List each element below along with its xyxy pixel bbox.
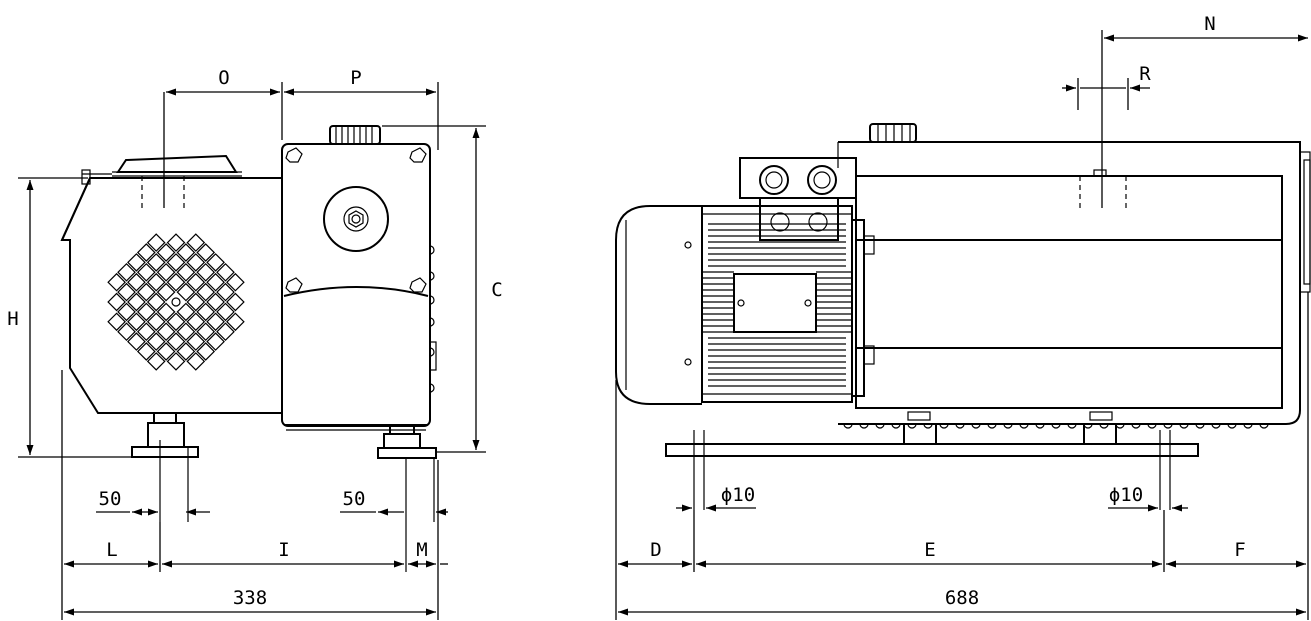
label-688: 688: [945, 587, 979, 609]
fan-grille: [107, 233, 245, 371]
motor-fan-cover: [615, 205, 702, 405]
label-R: R: [1139, 63, 1151, 85]
label-L: L: [106, 539, 117, 561]
label-O: O: [218, 67, 229, 89]
front-view-dimensions: [615, 30, 1309, 620]
base-plate: [665, 443, 1199, 457]
label-I: I: [278, 539, 289, 561]
label-phi10-right: ϕ10: [1109, 484, 1143, 506]
label-P: P: [350, 67, 361, 89]
label-phi10-left: ϕ10: [721, 484, 755, 506]
label-50-left: 50: [99, 488, 122, 510]
label-F: F: [1234, 539, 1245, 561]
label-M: M: [416, 539, 427, 561]
label-50-right: 50: [343, 488, 366, 510]
front-view: [615, 123, 1311, 510]
side-view-dimensions: [18, 82, 486, 620]
label-N: N: [1204, 13, 1215, 35]
side-view: [60, 125, 437, 572]
pump-body: [855, 175, 1283, 409]
label-H: H: [7, 308, 18, 330]
label-C: C: [491, 279, 502, 301]
label-D: D: [650, 539, 661, 561]
label-338: 338: [233, 587, 267, 609]
dimension-labels: O P C H 50 50 L I M 338 N R ϕ10 ϕ10 D E …: [7, 13, 1245, 609]
label-E: E: [924, 539, 935, 561]
